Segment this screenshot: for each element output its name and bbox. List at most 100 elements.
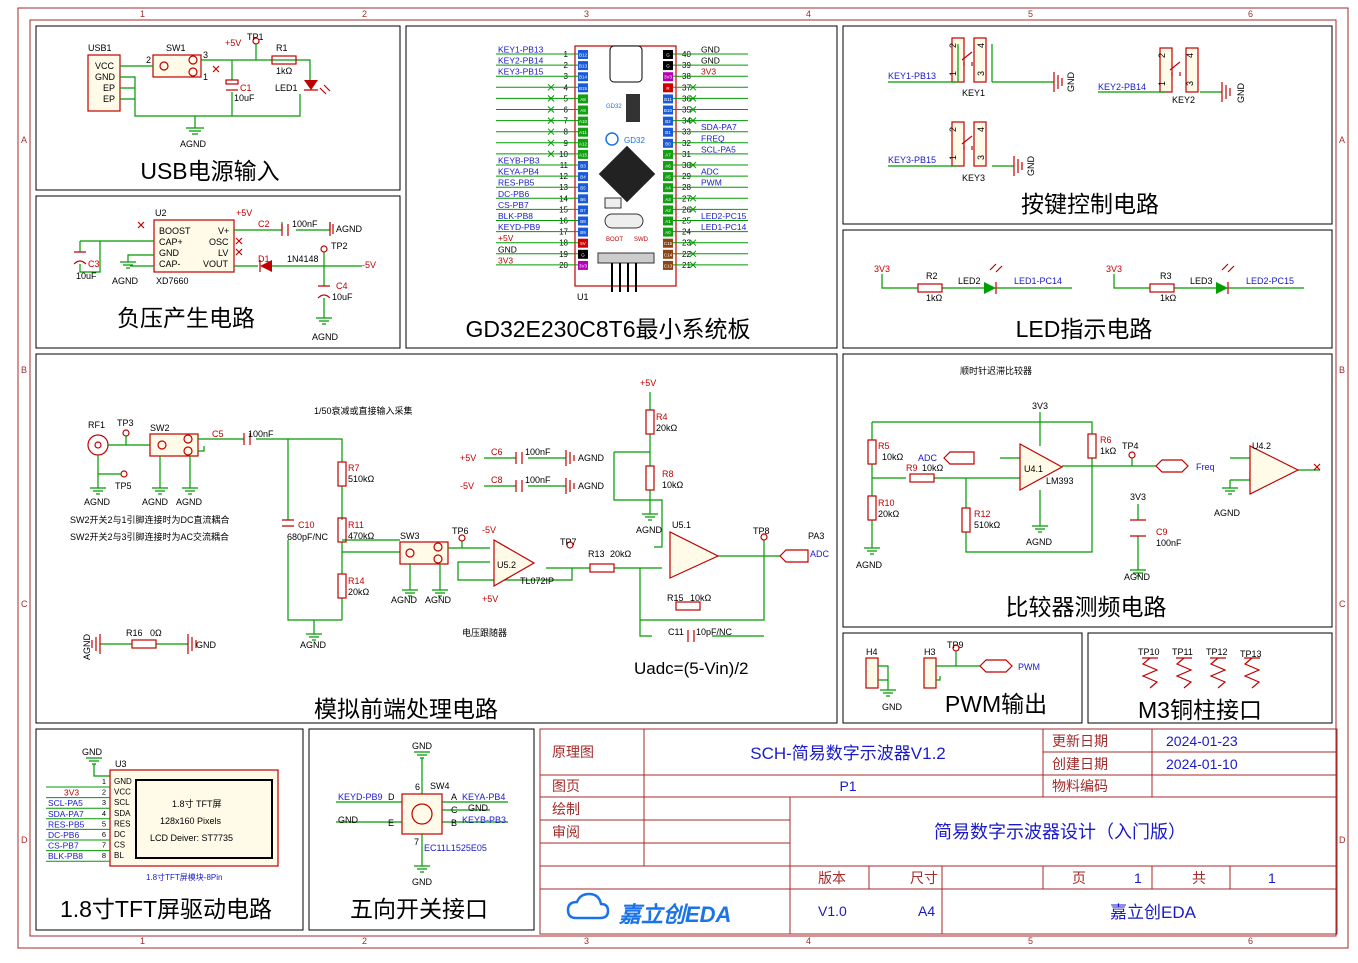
mcu-right-net: ADC — [701, 167, 719, 177]
mcu-pin-name: A11 — [579, 130, 587, 135]
agnd-symbols — [402, 589, 448, 597]
key1-ref: KEY1 — [962, 88, 985, 98]
tft-pin-number: 5 — [102, 819, 106, 828]
tft-pin-number: 2 — [102, 788, 106, 797]
agnd-label: AGND — [336, 224, 363, 234]
tft-module — [109, 769, 279, 867]
mcu-pin-pad — [663, 260, 673, 270]
mcu-pin-name: A2 — [665, 208, 671, 213]
xd7660-chip — [153, 219, 235, 273]
tft-pin-name: CS — [114, 841, 125, 850]
section-title-mcu: GD32E230C8T6最小系统板 — [465, 316, 750, 342]
led3-diode — [1216, 282, 1228, 294]
col-label: 5 — [1028, 9, 1033, 19]
mcu-pin-pad — [578, 94, 588, 104]
r1-value: 1kΩ — [276, 66, 293, 76]
mcu-pin-pad — [663, 127, 673, 137]
r16-ref: R16 — [126, 628, 143, 638]
led3-ref: LED3 — [1190, 276, 1213, 286]
mcu-pin-pad — [578, 161, 588, 170]
tft-pin-number: 1 — [102, 777, 106, 786]
col-label: 2 — [362, 9, 367, 19]
r8-resistor — [645, 465, 655, 491]
tb-key: 创建日期 — [1052, 756, 1108, 772]
row-label: A — [21, 135, 27, 145]
agnd-label: AGND — [425, 595, 452, 605]
p5v-label: +5V — [640, 378, 656, 388]
v33-label: 3V3 — [1130, 492, 1146, 502]
p5v-label: +5V — [225, 38, 241, 48]
tp7-ref: TP7 — [560, 537, 577, 547]
r16-value: 0Ω — [150, 628, 162, 638]
h3-ref: H3 — [924, 647, 936, 657]
sw2-switch — [149, 433, 199, 457]
mcu-pin-name: B2 — [665, 119, 671, 124]
tp12-ref: TP12 — [1206, 647, 1228, 657]
crystal — [604, 197, 622, 209]
c8-ref: C8 — [491, 475, 503, 485]
sw4-switch — [401, 793, 443, 835]
pa3-label: PA3 — [808, 531, 824, 541]
mcu-pin-name: A5 — [665, 175, 671, 180]
mcu-pin-pad — [663, 105, 673, 115]
r4-value: 20kΩ — [656, 423, 678, 433]
mcu-pin-name: B1 — [665, 130, 671, 135]
no-connect-mark — [1313, 463, 1321, 471]
gnd-label: GND — [412, 877, 433, 887]
mcu-right-net: SDA-PA7 — [701, 122, 737, 132]
mcu-left-net: BLK-PB8 — [498, 211, 533, 221]
formula: Uadc=(5-Vin)/2 — [634, 659, 749, 678]
mcu-pin-name: B13 — [579, 64, 588, 69]
mcu-right-net: GND — [701, 56, 720, 66]
no-connect-mark — [547, 128, 555, 136]
agnd-label: AGND — [1026, 537, 1053, 547]
m5v-label: -5V — [460, 481, 474, 491]
tp7-testpoint — [566, 541, 574, 549]
mcu-pin-name: A15 — [579, 152, 588, 157]
keys-circuit: 2 4 1 3 GND KEY1-PB13 KEY1 2 4 1 3 GND K… — [888, 37, 1246, 183]
r9-resistor — [909, 473, 935, 483]
col-label: 1 — [140, 9, 145, 19]
m3-standoffs: TP10 TP11 TP12 TP13 — [1138, 647, 1262, 689]
r12-ref: R12 — [974, 509, 991, 519]
mcu-pin-pad — [578, 249, 588, 259]
tft-line2: 128x160 Pixels — [160, 816, 222, 826]
mcu-section-box — [405, 25, 838, 349]
tft-line3: LCD Deiver: ST7735 — [150, 833, 233, 843]
p5v-label: +5V — [460, 453, 476, 463]
keya-net: KEYA-PB4 — [462, 792, 505, 802]
tb-key: 页 — [1072, 870, 1086, 886]
key3-ref: KEY3 — [962, 173, 985, 183]
section-title-comp: 比较器测频电路 — [1006, 594, 1167, 620]
comp-section-box — [842, 353, 1333, 628]
led1-diode — [304, 80, 318, 90]
mcu-left-net: GND — [498, 244, 517, 254]
rf1-connector — [87, 434, 109, 456]
mcu-pin-pad — [663, 216, 673, 226]
c11-ref: C11 — [668, 627, 684, 637]
mcu-pin-pad — [578, 149, 588, 159]
led-circuit: 3V3 R2 1kΩ LED2 LED1-PC14 3V3 R3 1kΩ LED… — [874, 263, 1304, 303]
pin-number: 7 — [414, 837, 419, 847]
mcu-left-net: KEYD-PB9 — [498, 222, 540, 232]
col-label: 3 — [584, 936, 589, 946]
mcu-pin-name: A0 — [665, 230, 671, 235]
led2-diode — [984, 282, 996, 294]
tp5-testpoint — [120, 470, 128, 478]
mcu-left-net: KEYA-PB4 — [498, 167, 539, 177]
led1-ref: LED1 — [275, 83, 298, 93]
led3-bar — [1221, 263, 1235, 294]
r2-value: 1kΩ — [926, 293, 943, 303]
sw2-note: SW2开关2与3引脚连接时为AC交流耦合 — [70, 531, 229, 542]
agnd-label: AGND — [82, 633, 92, 660]
tp9-ref: TP9 — [947, 640, 964, 650]
mcu-pin-name: C15 — [664, 241, 673, 246]
m5v-label: -5V — [482, 525, 496, 535]
r8-value: 10kΩ — [662, 480, 684, 490]
follower-note: 电压跟随器 — [462, 627, 507, 638]
afe-section-box — [35, 353, 838, 724]
p5v-label: +5V — [482, 594, 498, 604]
agnd-label: AGND — [856, 560, 883, 570]
mcu-pin-name: B7 — [580, 208, 586, 213]
